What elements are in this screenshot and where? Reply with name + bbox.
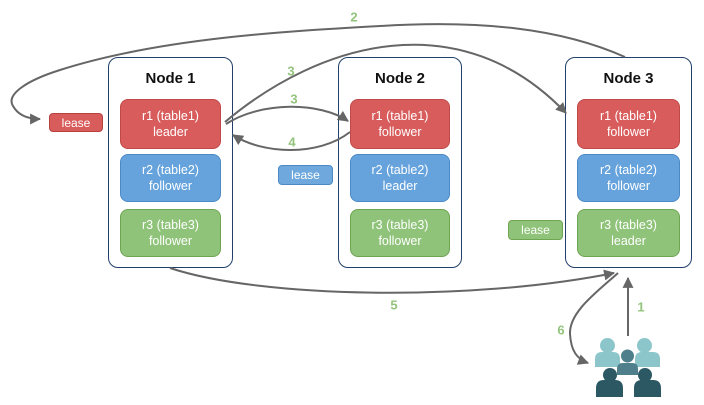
- arrow-step-3-to-node2: [225, 105, 349, 125]
- replica-role: leader: [611, 234, 646, 248]
- replica-name: r2 (table2): [142, 163, 199, 177]
- replica-name: r3 (table3): [600, 218, 657, 232]
- replica-name: r1 (table1): [142, 109, 199, 123]
- node-3-replica-r1: r1 (table1) follower: [577, 99, 680, 149]
- replica-name: r3 (table3): [371, 218, 429, 232]
- arrow-step-5: [169, 267, 616, 294]
- node-1-box: Node 1 r1 (table1) leader r2 (table2) fo…: [108, 57, 233, 268]
- replica-role: follower: [148, 234, 193, 248]
- node-2-box: Node 2 r1 (table1) follower r2 (table2) …: [338, 57, 462, 268]
- step-label-3a: 3: [287, 63, 295, 79]
- lease-label: lease: [521, 223, 550, 237]
- node-3-replica-r3: r3 (table3) leader: [577, 209, 680, 257]
- step-label-5: 5: [390, 297, 398, 313]
- replica-name: r2 (table2): [371, 163, 429, 177]
- replica-role: follower: [378, 125, 422, 139]
- node-1-replica-r3: r3 (table3) follower: [120, 209, 221, 257]
- replica-name: r3 (table3): [142, 218, 199, 232]
- step-label-6: 6: [557, 322, 565, 338]
- node-1-replica-r1: r1 (table1) leader: [120, 99, 221, 149]
- node-2-replica-r3: r3 (table3) follower: [350, 209, 450, 257]
- arrow-step-6: [568, 272, 619, 365]
- replica-role: follower: [606, 179, 651, 193]
- replica-role: leader: [153, 125, 188, 139]
- lease-badge-red: lease: [49, 113, 103, 132]
- step-label-3b: 3: [290, 91, 298, 107]
- step-label-2: 2: [350, 9, 358, 25]
- replica-role: follower: [606, 125, 651, 139]
- lease-badge-green: lease: [508, 220, 563, 240]
- node-2-title: Node 2: [374, 70, 425, 87]
- users-group-icon: [595, 338, 661, 397]
- replica-role: leader: [382, 179, 418, 193]
- replica-role: follower: [148, 179, 193, 193]
- node-2-replica-r1: r1 (table1) follower: [350, 99, 450, 149]
- node-3-box: Node 3 r1 (table1) follower r2 (table2) …: [565, 57, 692, 268]
- node-1-title: Node 1: [145, 70, 196, 87]
- node-1-replica-r2: r2 (table2) follower: [120, 154, 221, 202]
- arrow-step-2: [10, 23, 626, 125]
- replica-name: r1 (table1): [600, 109, 657, 123]
- lease-label: lease: [291, 168, 320, 182]
- step-label-1: 1: [637, 299, 645, 315]
- lease-label: lease: [61, 115, 91, 130]
- node-3-replica-r2: r2 (table2) follower: [577, 154, 680, 202]
- replica-name: r2 (table2): [600, 163, 657, 177]
- lease-badge-blue: lease: [278, 165, 333, 185]
- step-label-4: 4: [288, 134, 296, 150]
- replica-name: r1 (table1): [371, 109, 429, 123]
- node-2-replica-r2: r2 (table2) leader: [350, 154, 450, 202]
- node-3-title: Node 3: [603, 70, 654, 87]
- replica-role: follower: [378, 234, 422, 248]
